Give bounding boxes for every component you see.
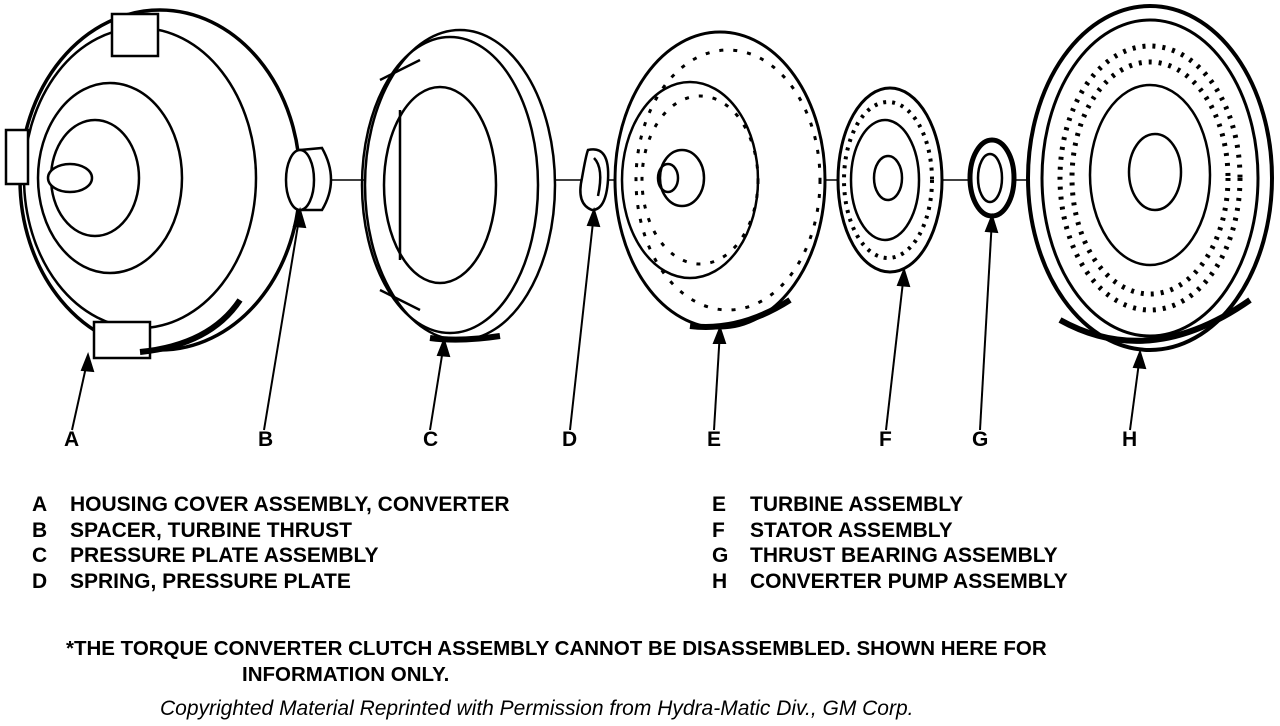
- callout-c: C: [423, 428, 439, 451]
- legend-text: SPRING, PRESSURE PLATE: [70, 569, 351, 593]
- disassembly-note: *THE TORQUE CONVERTER CLUTCH ASSEMBLY CA…: [66, 636, 1047, 688]
- callout-a: A: [64, 428, 80, 451]
- legend-right: E TURBINE ASSEMBLY F STATOR ASSEMBLY G THRU…: [712, 492, 1068, 594]
- legend-text: CONVERTER PUMP ASSEMBLY: [750, 569, 1068, 593]
- callout-h: H: [1122, 428, 1138, 451]
- leader-lines: [71, 206, 1147, 431]
- legend-key: B: [32, 518, 48, 542]
- legend-text: STATOR ASSEMBLY: [750, 518, 953, 542]
- legend-key: C: [32, 544, 48, 567]
- legend-key: H: [712, 569, 728, 593]
- legend-text: HOUSING COVER ASSEMBLY, CONVERTER: [70, 493, 510, 516]
- legend-key: F: [712, 518, 725, 542]
- legend-text: PRESSURE PLATE ASSEMBLY: [70, 544, 379, 567]
- copyright-credit: Copyrighted Material Reprinted with Perm…: [160, 697, 914, 720]
- legend-row-e: E TURBINE ASSEMBLY: [712, 492, 1068, 518]
- legend-key: E: [712, 493, 727, 516]
- pressure-plate-spring-part: [579, 148, 610, 212]
- legend-row-f: F STATOR ASSEMBLY: [712, 518, 1068, 544]
- legend-key: G: [712, 544, 729, 567]
- callout-f: F: [879, 428, 892, 451]
- callout-e: E: [707, 428, 722, 451]
- legend-key: A: [32, 493, 48, 516]
- legend-row-b: B SPACER, TURBINE THRUST: [32, 518, 510, 544]
- pressure-plate-part: [360, 28, 557, 343]
- callout-d: D: [562, 428, 578, 451]
- thrust-bearing-part: [967, 137, 1017, 219]
- legend-text: SPACER, TURBINE THRUST: [70, 518, 352, 542]
- legend-row-h: H CONVERTER PUMP ASSEMBLY: [712, 569, 1068, 595]
- stator-part: [836, 86, 944, 274]
- housing-cover-part: [4, 8, 302, 360]
- turbine-part: [613, 30, 827, 330]
- note-line-1: *THE TORQUE CONVERTER CLUTCH ASSEMBLY CA…: [66, 637, 1047, 660]
- legend-left: A HOUSING COVER ASSEMBLY, CONVERTER B SPAC…: [32, 492, 510, 594]
- note-line-2: INFORMATION ONLY.: [242, 663, 450, 686]
- legend-row-g: G THRUST BEARING ASSEMBLY: [712, 543, 1068, 569]
- legend-text: THRUST BEARING ASSEMBLY: [750, 544, 1058, 567]
- turbine-thrust-spacer-part: [284, 146, 333, 212]
- callout-b: B: [258, 428, 274, 451]
- legend-text: TURBINE ASSEMBLY: [750, 493, 964, 516]
- converter-pump-part: [1026, 4, 1274, 352]
- legend-row-d: D SPRING, PRESSURE PLATE: [32, 569, 510, 595]
- callout-g: G: [972, 428, 989, 451]
- exploded-view-diagram: [4, 4, 1274, 431]
- legend-key: D: [32, 569, 48, 593]
- legend-row-a: A HOUSING COVER ASSEMBLY, CONVERTER: [32, 492, 510, 518]
- legend-row-c: C PRESSURE PLATE ASSEMBLY: [32, 543, 510, 569]
